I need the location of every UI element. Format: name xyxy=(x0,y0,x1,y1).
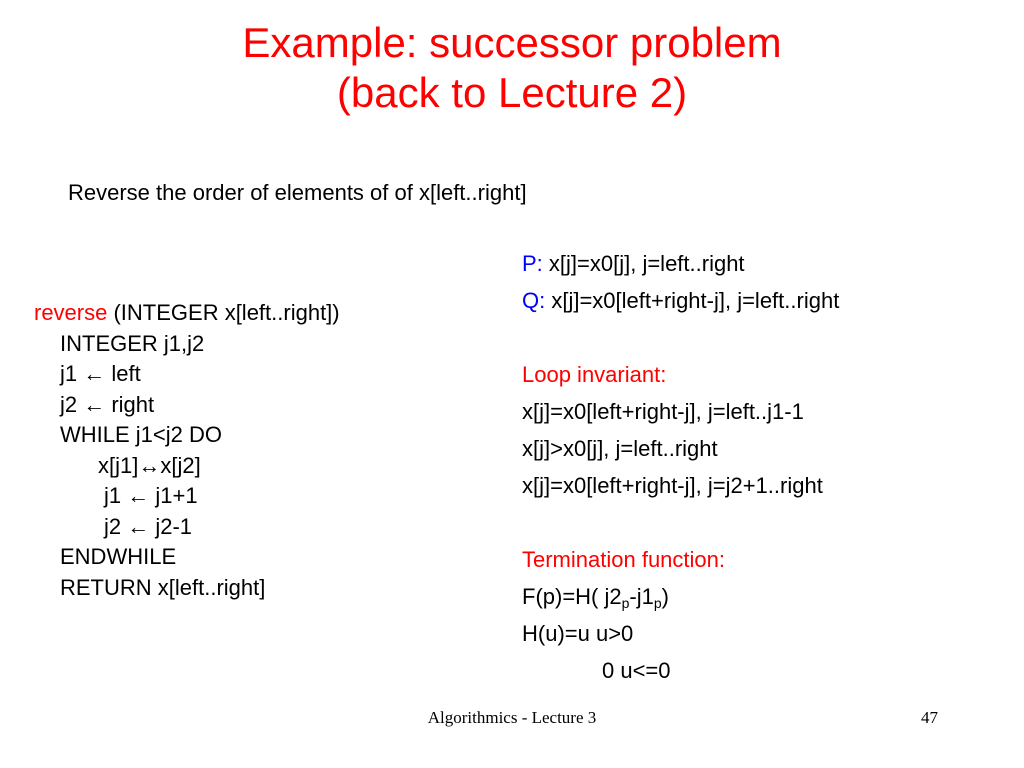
pseudocode-block: reverse (INTEGER x[left..right]) INTEGER… xyxy=(34,298,340,603)
precondition-text: x[j]=x0[j], j=left..right xyxy=(542,251,745,276)
precondition: P: x[j]=x0[j], j=left..right xyxy=(522,245,839,282)
code-signature: reverse (INTEGER x[left..right]) xyxy=(34,298,340,329)
term-f-part: ) xyxy=(661,584,669,609)
invariant-label: Loop invariant: xyxy=(522,362,667,387)
code-line: INTEGER j1,j2 xyxy=(60,330,205,356)
code-line: j1 ← j1+1 xyxy=(104,483,198,508)
spacer xyxy=(522,319,839,356)
code-signature-text: (INTEGER x[left..right]) xyxy=(107,300,340,325)
slide-title: Example: successor problem (back to Lect… xyxy=(0,18,1024,118)
code-line: WHILE j1<j2 DO xyxy=(60,422,222,447)
code-line: j2 ← right xyxy=(60,391,155,417)
term-h-line2: 0 u<=0 xyxy=(602,658,671,683)
term-f-part: -j1 xyxy=(629,584,654,609)
term-f-subscript: p xyxy=(653,595,662,611)
code-line: RETURN x[left..right] xyxy=(60,574,266,600)
footer-course: Algorithmics - Lecture 3 xyxy=(427,708,597,727)
slide-subtitle: Reverse the order of elements of of x[le… xyxy=(68,180,527,205)
code-keyword: reverse xyxy=(34,300,108,325)
code-line: x[j1]↔x[j2] xyxy=(98,452,201,478)
specification-block: P: x[j]=x0[j], j=left..right Q: x[j]=x0[… xyxy=(522,245,839,689)
invariant-line: x[j]=x0[left+right-j], j=left..j1-1 xyxy=(522,399,804,424)
precondition-label: P: xyxy=(522,251,543,276)
code-line: ENDWHILE xyxy=(60,544,177,569)
code-line: j1 ← left xyxy=(60,361,141,386)
term-h-line1: H(u)=u u>0 xyxy=(522,621,634,646)
footer-page-number: 47 xyxy=(921,708,938,727)
term-f-subscript: p xyxy=(621,595,630,611)
termination-label: Termination function: xyxy=(522,547,725,572)
invariant-line: x[j]=x0[left+right-j], j=j2+1..right xyxy=(522,473,823,498)
code-line: j2 ← j2-1 xyxy=(104,513,193,539)
slide-title-line1: Example: successor problem xyxy=(242,19,782,66)
postcondition: Q: x[j]=x0[left+right-j], j=left..right xyxy=(522,282,839,319)
postcondition-label: Q: xyxy=(522,288,546,313)
slide-title-line2: (back to Lecture 2) xyxy=(336,69,688,116)
term-f-part: F(p)=H( j2 xyxy=(522,584,622,609)
invariant-line: x[j]>x0[j], j=left..right xyxy=(522,436,718,461)
termination-function: F(p)=H( j2p-j1p) xyxy=(522,578,839,615)
postcondition-text: x[j]=x0[left+right-j], j=left..right xyxy=(545,288,840,313)
spacer xyxy=(522,504,839,541)
